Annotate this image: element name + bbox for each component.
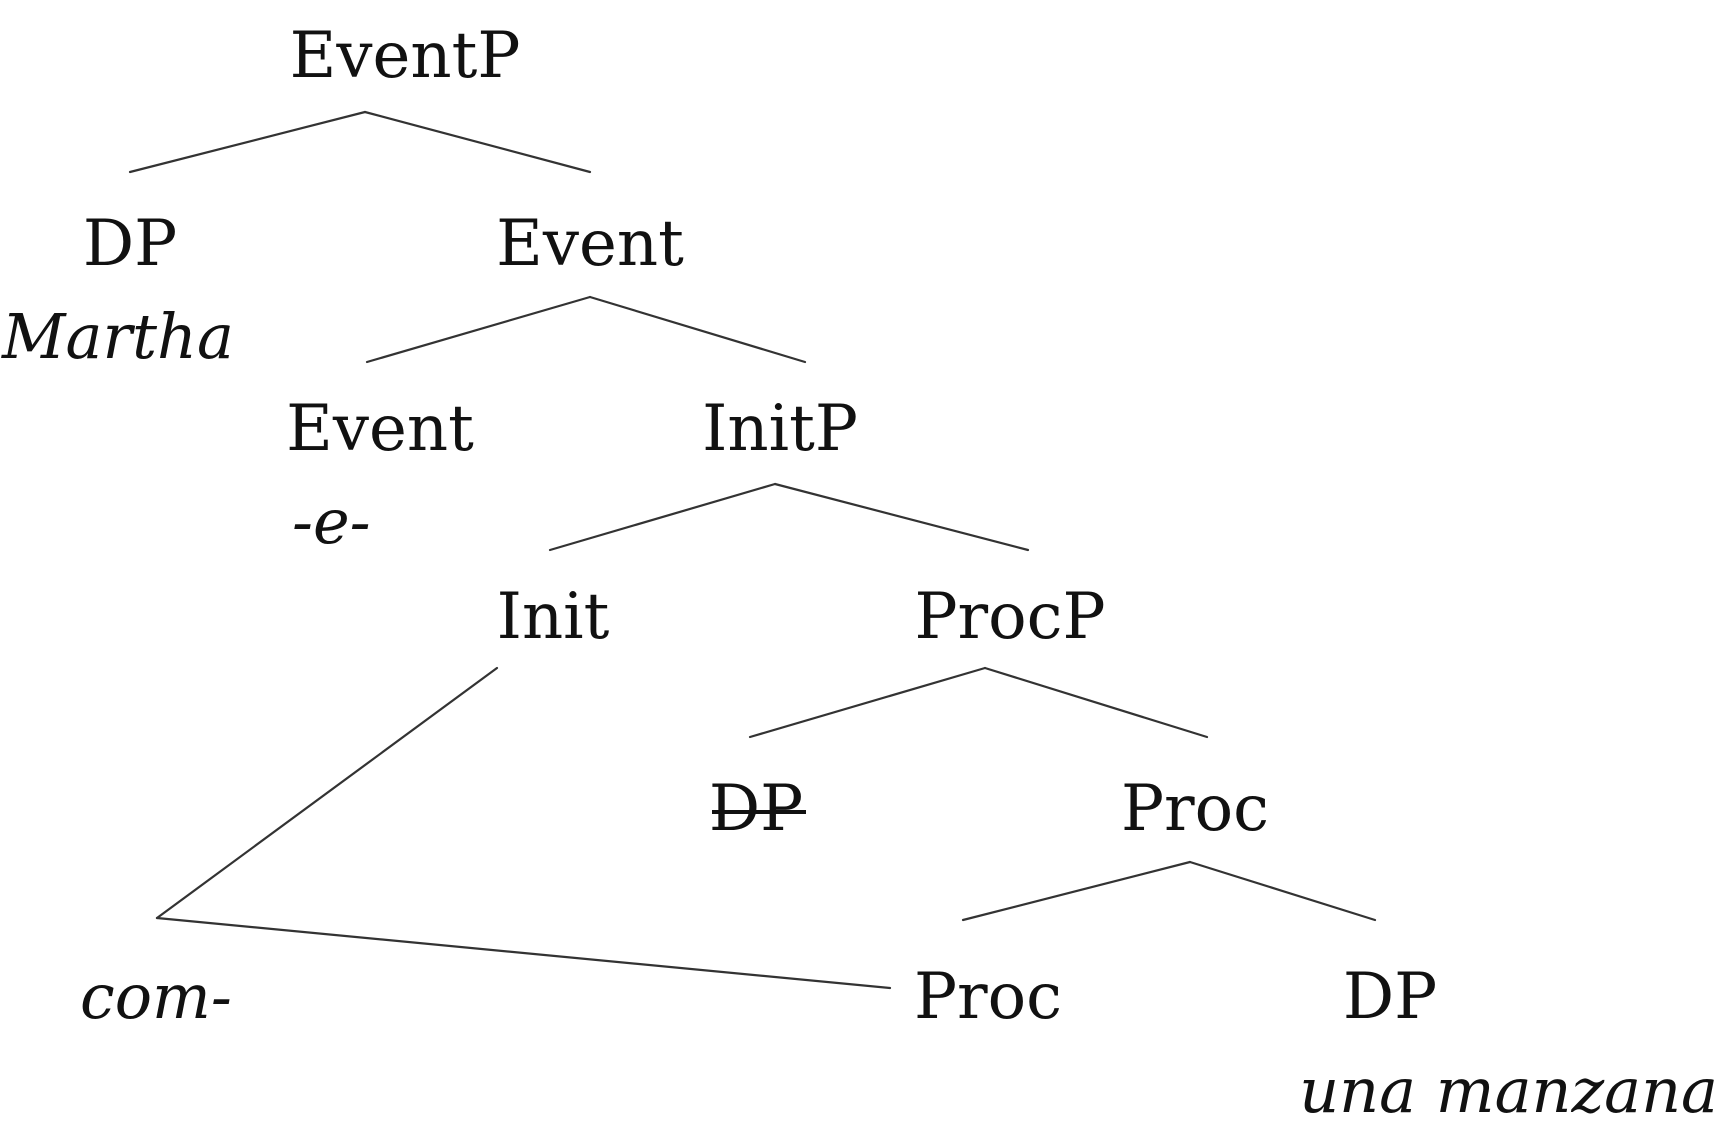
edge-initp-procp — [773, 482, 1030, 552]
node-eventp: EventP — [290, 19, 521, 93]
edge-com-prochead — [155, 916, 892, 990]
edge-procp-dp — [748, 666, 987, 739]
node-dp-deleted: DP — [709, 772, 806, 846]
word-una-manzana: una manzana — [1299, 1054, 1718, 1127]
edge-init-com — [155, 666, 499, 920]
word-martha: Martha — [1, 300, 234, 373]
word-e-morpheme: -e- — [292, 485, 371, 558]
tree-edges — [128, 110, 1377, 990]
edge-proc-prochead — [961, 860, 1192, 922]
tree-nodes: EventP DP Martha Event Event -e- InitP I… — [1, 19, 1718, 1127]
node-event-head: Event — [286, 392, 474, 466]
node-dp-subject: DP — [83, 207, 177, 281]
edge-event-eventhead — [365, 295, 592, 364]
edge-initp-init — [548, 482, 777, 552]
node-init: Init — [497, 580, 610, 654]
edge-eventp-dp — [128, 110, 367, 174]
edge-procp-proc — [983, 666, 1209, 739]
edge-eventp-event — [363, 110, 592, 174]
node-dp-deleted-label: DP — [709, 772, 803, 846]
edge-proc-dp — [1188, 860, 1377, 922]
node-initp: InitP — [702, 392, 858, 466]
edge-event-initp — [588, 295, 807, 364]
node-proc-head: Proc — [914, 960, 1062, 1034]
node-proc-bar: Proc — [1121, 772, 1269, 846]
node-dp-object: DP — [1343, 960, 1437, 1034]
node-procp: ProcP — [914, 580, 1105, 654]
word-com: com- — [80, 960, 232, 1033]
node-event-bar: Event — [496, 207, 684, 281]
